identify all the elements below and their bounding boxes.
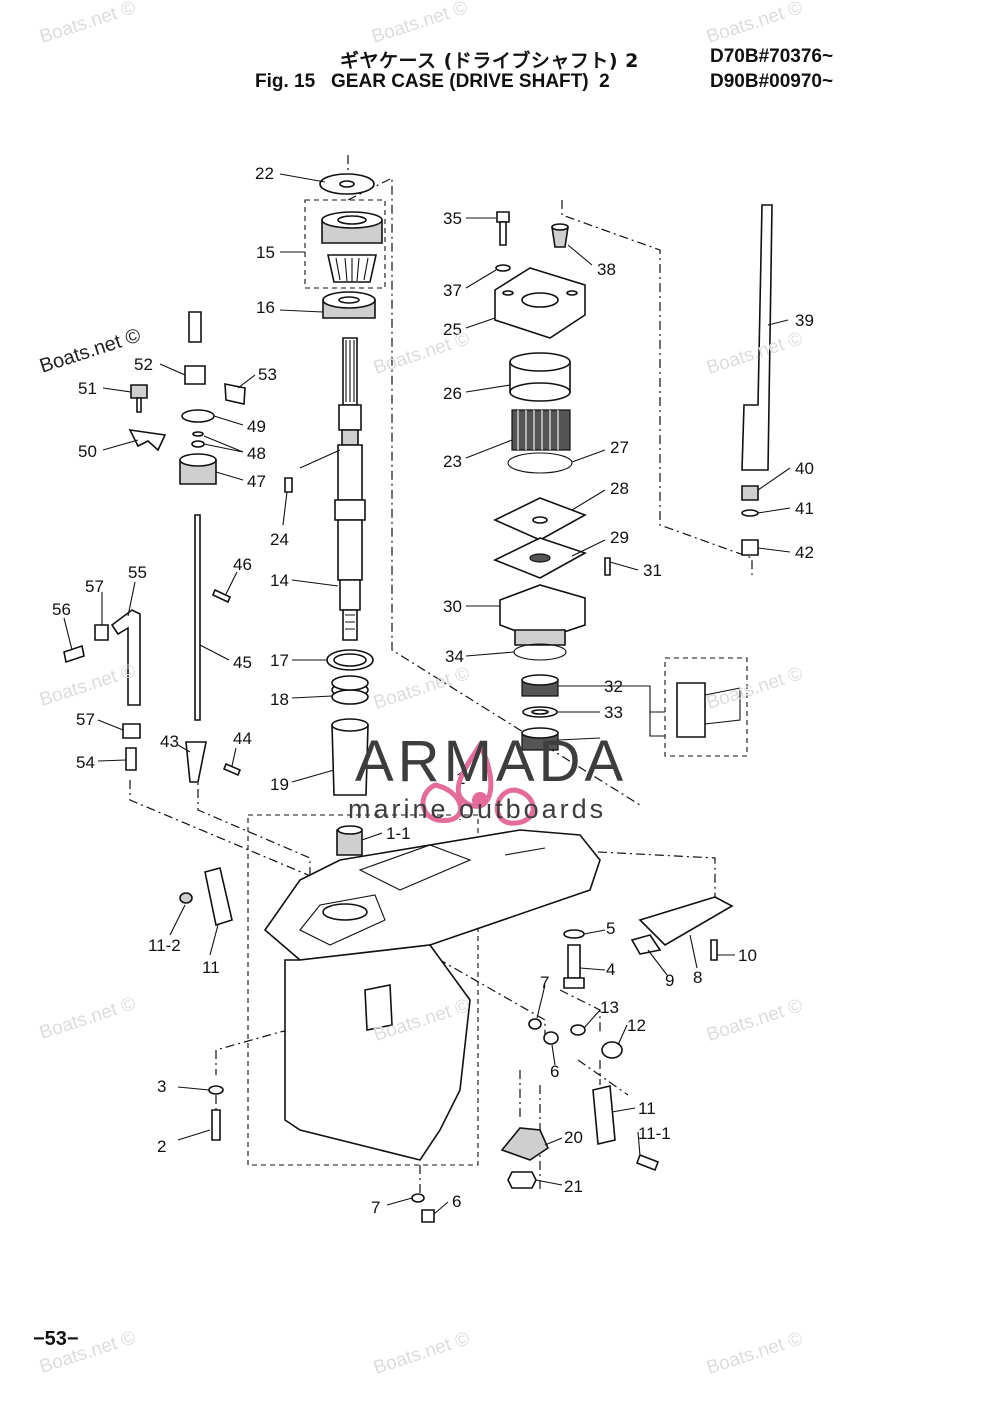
callout-49: 49 — [247, 417, 266, 436]
callout-6-lower: 6 — [452, 1192, 461, 1211]
callout-44: 44 — [233, 729, 252, 748]
callout-12: 12 — [627, 1016, 646, 1035]
callout-11-upper: 11 — [202, 958, 220, 977]
callout-47: 47 — [247, 472, 266, 491]
callout-53: 53 — [258, 365, 277, 384]
callout-6-upper: 6 — [550, 1062, 559, 1081]
callout-48: 48 — [247, 444, 266, 463]
callout-32-upper: 32 — [604, 677, 623, 696]
callout-51: 51 — [78, 379, 97, 398]
callout-57-lower: 57 — [76, 710, 95, 729]
callout-3: 3 — [157, 1077, 166, 1096]
callout-25: 25 — [443, 320, 462, 339]
serial-range-d90b: D90B#00970~ — [710, 71, 834, 92]
callout-20: 20 — [564, 1128, 583, 1147]
callout-40: 40 — [795, 459, 814, 478]
callout-22: 22 — [255, 164, 274, 183]
callout-35: 35 — [443, 209, 462, 228]
callout-29: 29 — [610, 528, 629, 547]
callout-11-lower: 11 — [638, 1099, 656, 1118]
callout-28: 28 — [610, 479, 629, 498]
callout-19: 19 — [270, 775, 289, 794]
callout-57: 57 — [85, 577, 104, 596]
callout-4: 4 — [606, 960, 615, 979]
callout-31: 31 — [643, 561, 662, 580]
callout-38: 38 — [597, 260, 616, 279]
callout-16: 16 — [256, 298, 275, 317]
callout-41: 41 — [795, 499, 814, 518]
callout-42: 42 — [795, 543, 814, 562]
callout-37: 37 — [443, 281, 462, 300]
callout-13: 13 — [600, 998, 619, 1017]
callout-39: 39 — [795, 311, 814, 330]
callout-10: 10 — [738, 946, 757, 965]
figure-title: Fig. 15 GEAR CASE (DRIVE SHAFT) 2 — [255, 71, 610, 92]
callout-26: 26 — [443, 384, 462, 403]
callout-23: 23 — [443, 452, 462, 471]
callout-11-2: 11-2 — [148, 936, 181, 955]
armada-logo-tagline: marine outboards — [348, 794, 607, 824]
callout-2: 2 — [157, 1137, 166, 1156]
page-number: −53− — [33, 1328, 79, 1350]
callout-21: 21 — [564, 1177, 583, 1196]
callout-56: 56 — [52, 600, 71, 619]
callout-15: 15 — [256, 243, 275, 262]
callout-33: 33 — [604, 703, 623, 722]
callout-11-1: 11-1 — [638, 1124, 671, 1143]
callout-50: 50 — [78, 442, 97, 461]
callout-5: 5 — [606, 919, 615, 938]
callout-55: 55 — [128, 563, 147, 582]
callout-18: 18 — [270, 690, 289, 709]
callout-14: 14 — [270, 571, 289, 590]
callout-9: 9 — [665, 971, 674, 990]
callout-7-lower: 7 — [371, 1198, 380, 1217]
armada-logo-wordmark: ARMADA — [355, 729, 628, 794]
callout-34: 34 — [445, 647, 464, 666]
callout-27: 27 — [610, 438, 629, 457]
callout-7-upper: 7 — [540, 973, 549, 992]
callout-8: 8 — [693, 968, 702, 987]
callout-52: 52 — [134, 355, 153, 374]
callout-17: 17 — [270, 651, 289, 670]
callout-30: 30 — [443, 597, 462, 616]
armada-logo-propeller-icon — [420, 740, 536, 826]
callout-24: 24 — [270, 530, 289, 549]
callout-54: 54 — [76, 753, 95, 772]
callout-1-1: 1-1 — [386, 824, 411, 843]
callout-45: 45 — [233, 653, 252, 672]
callout-43: 43 — [160, 732, 179, 751]
callout-46: 46 — [233, 555, 252, 574]
title-japanese: ギヤケース (ドライブシャフト) 2 — [340, 50, 639, 72]
serial-range-d70b: D70B#70376~ — [710, 46, 834, 67]
